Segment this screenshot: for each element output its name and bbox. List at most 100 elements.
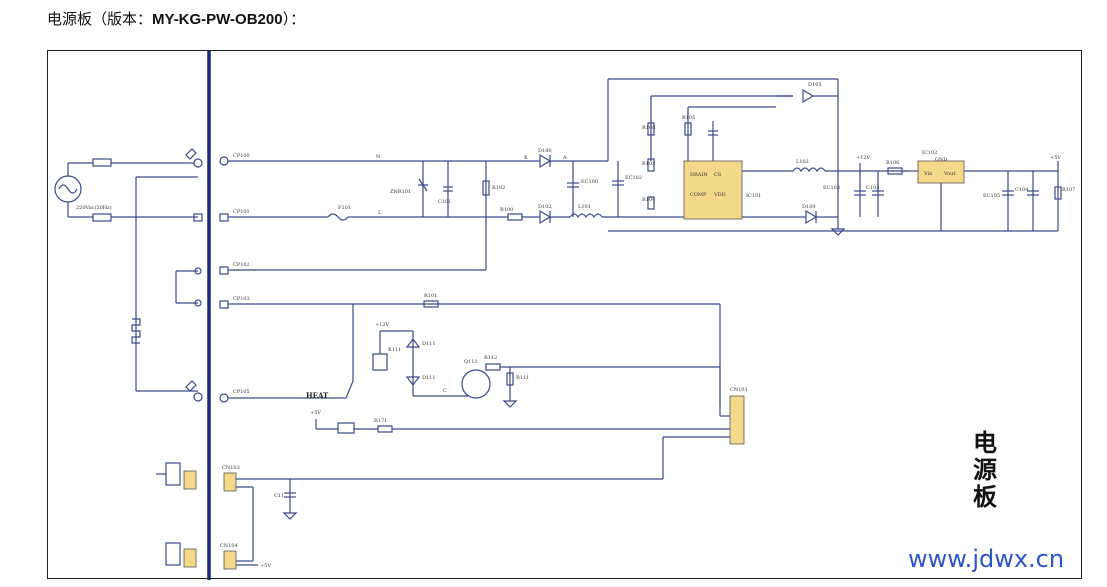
ic101-label: IC101 (746, 193, 761, 199)
l101-label: L101 (578, 204, 591, 210)
r106-label: R106 (886, 160, 899, 166)
gnd-1 (830, 228, 846, 236)
heater-coil (131, 318, 141, 344)
c11-label: C11 (274, 493, 284, 499)
cn101 (729, 395, 745, 445)
d111-label: D111 (422, 341, 436, 347)
transistor-q111 (461, 369, 491, 399)
r103 (647, 158, 655, 172)
lower-left-switch (165, 542, 197, 568)
connector-cp105 (219, 393, 346, 403)
ac-label: 220Vac(50Hz) (76, 204, 112, 211)
v5c-label: +5V (260, 563, 271, 569)
d105 (802, 88, 815, 104)
l101 (569, 213, 603, 219)
r112-label: R112 (484, 355, 497, 361)
n-label: N (376, 154, 381, 160)
left-plug-n (183, 148, 203, 168)
heading-version: MY-KG-PW-OB200 (152, 11, 283, 28)
r171 (377, 425, 393, 433)
cn103 (223, 472, 237, 492)
board-title-char: 电 (973, 429, 997, 457)
r102 (482, 180, 490, 196)
r108 (647, 122, 655, 136)
left-plug-l (193, 213, 203, 222)
znr101 (418, 178, 428, 192)
ic101-comp: COMP (690, 192, 707, 198)
r111-label: R111 (516, 375, 529, 381)
d104 (805, 209, 818, 225)
r111 (506, 372, 514, 386)
d100 (539, 153, 552, 169)
cp105-label: CP105 (233, 389, 250, 395)
r104-label: R104 (642, 197, 655, 203)
board-title-char: 源 (973, 456, 997, 484)
lower-left-sensor (156, 462, 197, 490)
c101-label: C101 (438, 199, 451, 205)
v5b-label: +5V (310, 410, 321, 416)
fuse-f101 (327, 213, 349, 221)
r100-label: R100 (500, 207, 513, 213)
d104-label: D104 (802, 204, 816, 210)
d111b-label: D111 (422, 375, 436, 381)
connector-cp103 (219, 300, 720, 309)
ec103-label: EC103 (823, 185, 840, 191)
ic102-vout: Vout (943, 171, 955, 177)
ic101 (683, 160, 743, 220)
cn104-label: CN104 (220, 543, 238, 549)
cp101-label: CP101 (233, 209, 250, 215)
f101-label: F101 (338, 205, 351, 211)
board-title: 电 源 板 (970, 430, 1000, 511)
v12b-label: +12V (375, 322, 390, 328)
cp102-label: CP102 (233, 262, 250, 268)
d102 (539, 209, 552, 225)
r104 (647, 196, 655, 210)
ic101-vdd: VDD (713, 192, 726, 198)
r107-label: R107 (1062, 187, 1075, 193)
d102-label: D102 (538, 204, 552, 210)
r103-label: R103 (642, 161, 655, 167)
board-title-char: 板 (973, 483, 997, 511)
ic102-label: IC102 (922, 150, 937, 156)
connector-cp101 (219, 213, 328, 222)
schematic-diagram: 220Vac(50Hz) CP100 CP101 CP102 (54, 51, 1075, 580)
l-label: L (378, 210, 382, 216)
heading-end: ）： (282, 10, 306, 28)
r107 (1054, 186, 1062, 200)
v5-label: +5V (1050, 155, 1061, 161)
l102 (792, 167, 826, 173)
input-filter-l (92, 213, 112, 222)
ic101-drain: DRAIN (690, 172, 708, 178)
connector-cp102 (219, 266, 486, 275)
diode-d111-b (405, 376, 421, 386)
cn104 (223, 550, 237, 570)
ic101-cs: CS (714, 172, 722, 178)
r100 (507, 213, 523, 221)
r112 (485, 363, 501, 371)
v12-label: +12V (856, 155, 871, 161)
k111-label: K111 (388, 347, 401, 353)
c104-label: C104 (1015, 187, 1028, 193)
ec105-label: EC105 (983, 193, 1000, 199)
cn101-label: CN101 (730, 387, 748, 393)
q-c-label: C (443, 388, 447, 394)
ic102-vin: Vin (923, 171, 933, 177)
schematic-board: 220Vac(50Hz) CP100 CP101 CP102 (47, 50, 1082, 580)
watermark-url: www.jdwx.cn (908, 545, 1065, 573)
input-filter-n (92, 158, 112, 167)
c103-label: C103 (866, 185, 879, 191)
relay-k111 (372, 353, 388, 371)
r101 (423, 300, 439, 308)
d100-a: A (562, 155, 567, 161)
r171-label: R171 (374, 418, 387, 424)
ic102-gnd: GND (935, 157, 947, 163)
cp103-label: CP103 (233, 296, 250, 302)
cn103-label: CN103 (222, 465, 240, 471)
gnd-2 (502, 400, 518, 408)
connector-cp100 (219, 156, 498, 166)
znr-label: ZNR101 (390, 189, 411, 195)
d100-k: K (524, 155, 528, 161)
ec102-label: EC102 (625, 175, 642, 181)
heading-title: 电源板（版本： (47, 10, 153, 28)
r108-label: R108 (642, 125, 655, 131)
